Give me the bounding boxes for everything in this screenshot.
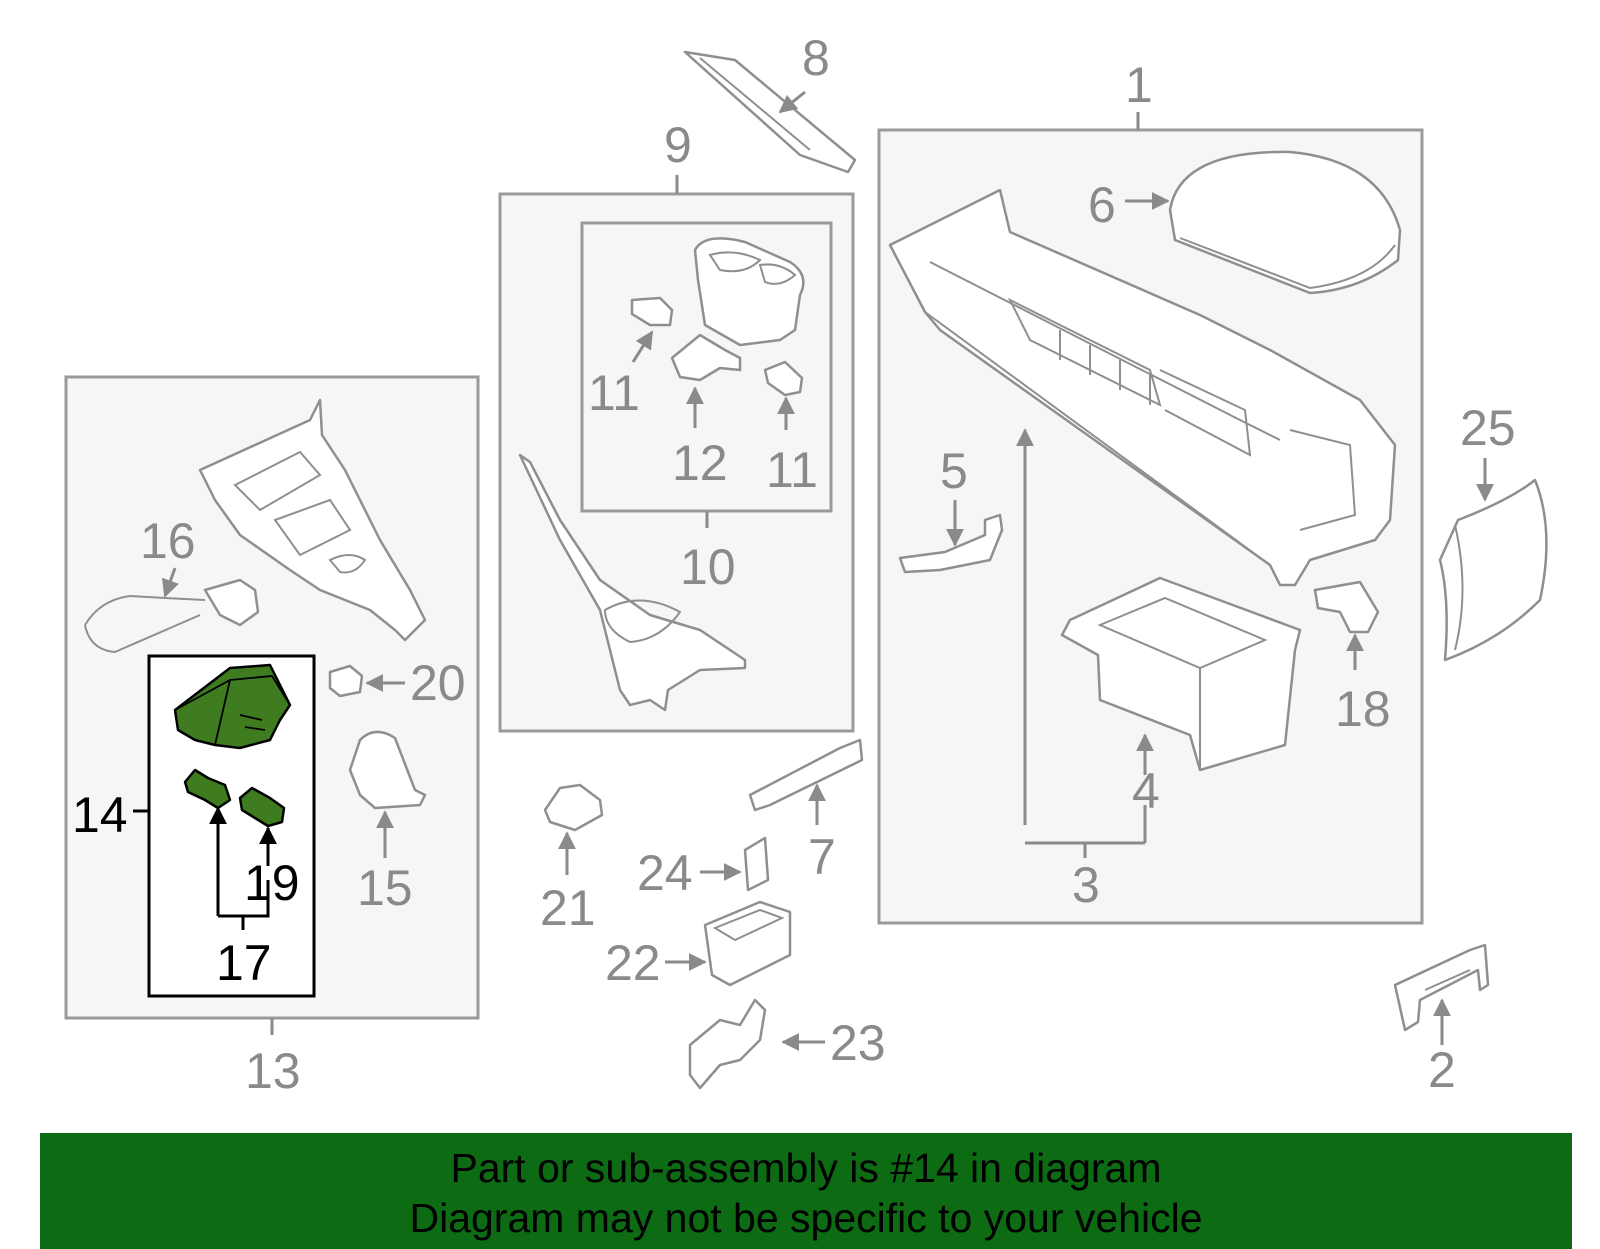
part-9-shifter-panel [518,453,747,712]
callout-11-upper: 11 [588,365,640,421]
part-19-bulb [238,786,286,828]
part-11-clip-lower [763,360,804,397]
callout-5: 5 [940,443,968,499]
callout-1: 1 [1125,57,1153,113]
callout-7: 7 [808,829,836,885]
callout-21: 21 [540,880,596,936]
part-21-switch [543,783,604,832]
callout-17: 17 [216,935,272,991]
part-11-clip-upper [630,296,674,327]
callout-15: 15 [357,860,413,916]
callout-3: 3 [1072,857,1100,913]
callout-14: 14 [72,787,128,843]
part-15-boot [348,730,427,810]
part-12-clip [670,333,742,382]
callout-25: 25 [1460,400,1516,456]
callout-2: 2 [1428,1042,1456,1098]
part-6-armrest-lid [1168,150,1402,295]
banner-line-1: Part or sub-assembly is #14 in diagram [450,1145,1162,1191]
part-10-cup-holder [693,237,805,347]
callout-10: 10 [680,539,736,595]
part-23-harness [688,998,767,1090]
part-5-bracket [898,513,1004,574]
callout-11-lower: 11 [766,442,818,498]
callout-16: 16 [140,513,196,569]
part-16-harness [84,578,260,654]
callout-6: 6 [1088,177,1116,233]
part-20-clip [328,664,364,698]
callout-22: 22 [605,935,661,991]
info-banner: Part or sub-assembly is #14 in diagram D… [40,1133,1572,1249]
part-24-pad [743,836,770,892]
part-console-body [888,188,1397,587]
callout-23: 23 [830,1015,886,1071]
callout-18: 18 [1335,681,1391,737]
callout-8: 8 [802,30,830,86]
part-14-highlighted [173,663,292,750]
banner-line-2: Diagram may not be specific to your vehi… [409,1195,1203,1241]
part-8-trim-strip [683,50,857,174]
part-7-rail [748,738,864,812]
callout-13: 13 [245,1043,301,1099]
leader-11-upper [631,330,654,363]
callout-9: 9 [664,117,692,173]
part-25-side-panel [1438,478,1548,662]
callout-12: 12 [672,435,728,491]
part-22-tray [703,900,792,987]
callout-24: 24 [637,845,693,901]
leader-16 [161,567,179,598]
leader-8 [778,90,806,114]
callout-4: 4 [1132,763,1160,819]
part-4-storage-tray [1060,576,1302,772]
part-17-bulb-socket [183,768,232,810]
part-13-shifter-bezel [198,398,427,642]
part-18-clip [1313,580,1380,634]
leader-17-base [218,880,270,918]
part-2-bracket [1393,943,1490,1032]
callout-19: 19 [244,855,300,911]
callout-20: 20 [410,655,466,711]
